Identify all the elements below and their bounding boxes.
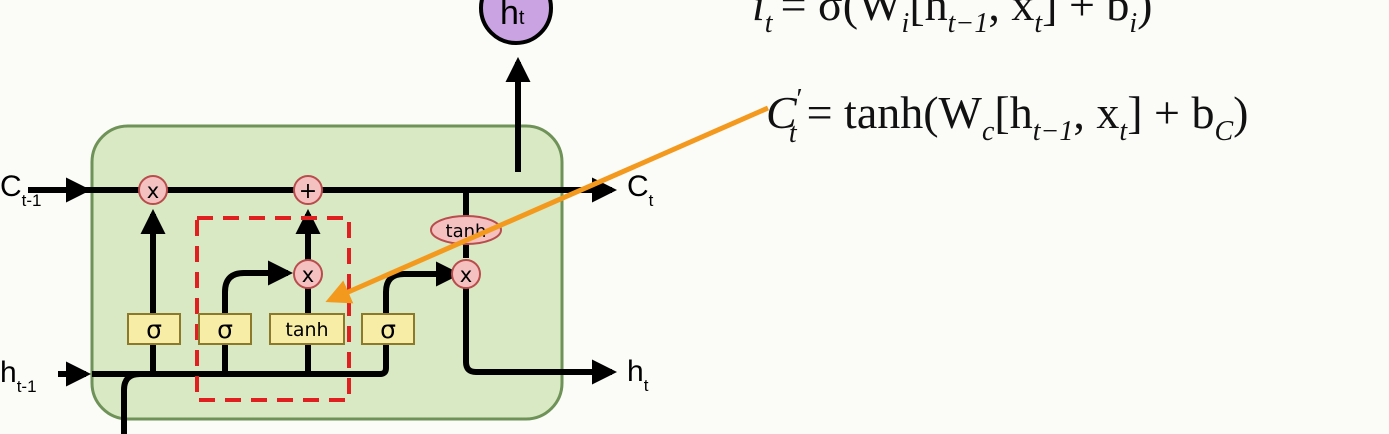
- lstm-cell-box: [90, 124, 564, 421]
- output-multiply-symbol: x: [460, 263, 472, 287]
- cell-prev-label: Ct-1: [0, 170, 42, 210]
- input-multiply-op: [293, 259, 323, 289]
- input-gate-equation: it= σ(Wi[ht−1, xt] + bi): [752, 0, 1153, 39]
- add-op: [293, 175, 323, 205]
- candidate-gate: [269, 313, 345, 345]
- candidate-gate-label: tanh: [285, 319, 328, 341]
- forget-gate-label: σ: [146, 315, 162, 344]
- forget-multiply-op: [138, 175, 168, 205]
- output-multiply-op: [451, 259, 481, 289]
- candidate-equation: C′t= tanh(Wc[ht−1, xt] + bC): [766, 84, 1248, 149]
- top-output-node: [479, 0, 553, 45]
- input-multiply-symbol: x: [302, 263, 314, 287]
- forget-gate: [127, 313, 181, 345]
- tanh-op: [430, 215, 502, 245]
- input-gate-path: [222, 260, 294, 374]
- input-gate: [198, 313, 252, 345]
- input-x-line: [121, 371, 141, 434]
- pointer-arrow: [325, 105, 770, 304]
- highlight-box: [195, 216, 351, 402]
- top-node-label: ht: [500, 0, 525, 32]
- input-gate-label: σ: [217, 315, 233, 344]
- output-gate-label: σ: [380, 315, 396, 344]
- hidden-out-label: ht: [627, 355, 649, 395]
- cell-out-label: Ct: [627, 170, 654, 210]
- output-gate: [361, 313, 415, 345]
- hidden-output-path: [463, 288, 618, 385]
- add-symbol: +: [299, 179, 317, 204]
- hidden-prev-label: ht-1: [0, 356, 37, 396]
- forget-multiply-symbol: x: [147, 179, 159, 203]
